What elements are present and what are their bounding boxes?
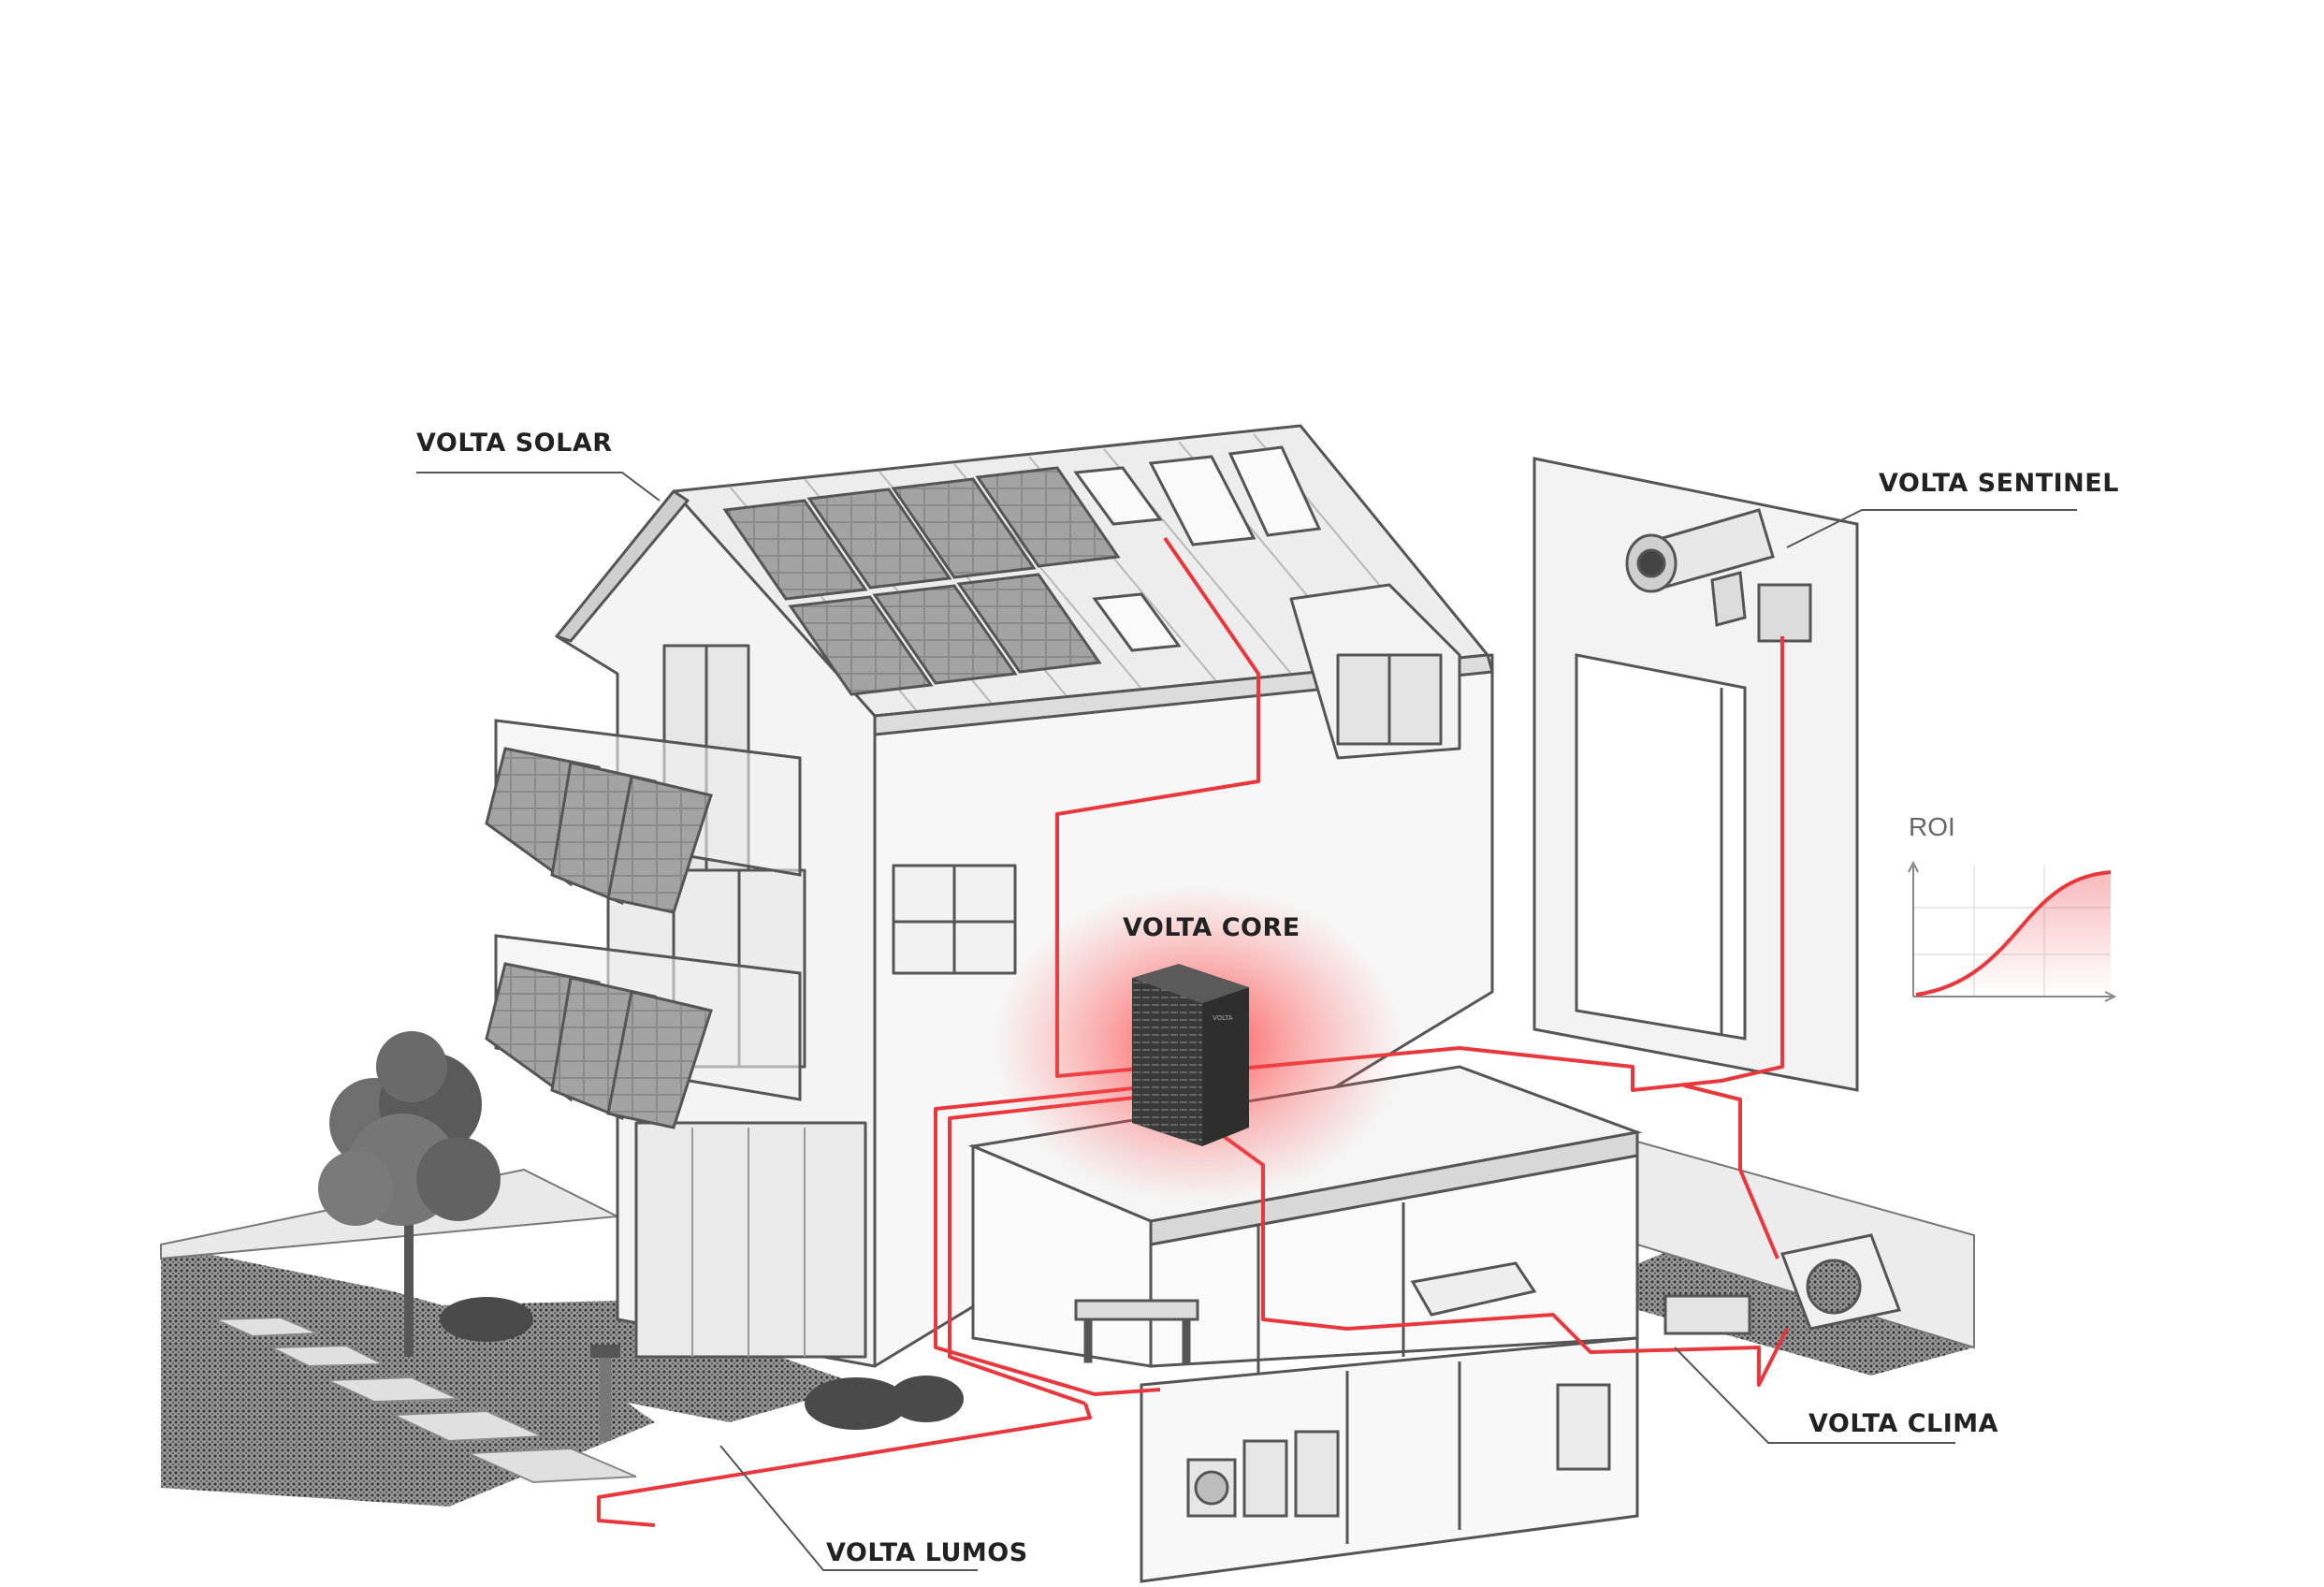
callout-volta-lumos: VOLTA LUMOS (826, 1538, 1028, 1567)
shrubs (440, 1297, 964, 1430)
roi-chart: ROI (1908, 812, 2117, 1002)
garden (160, 1140, 1975, 1507)
heat-pump-icon (1663, 1233, 1902, 1335)
roof-solar-array (722, 445, 1322, 696)
callout-volta-sentinel: VOLTA SENTINEL (1879, 469, 2119, 498)
security-camera-icon (1625, 508, 1812, 643)
cutaway-interior (967, 1065, 1643, 1583)
roi-chart-title: ROI (1909, 812, 1955, 841)
callout-leaders (416, 472, 2077, 1571)
core-unit-badge: VOLTA (1213, 1014, 1233, 1022)
roi-curve (1915, 870, 2112, 997)
callout-volta-core: VOLTA CORE (1123, 913, 1300, 942)
roi-area (1916, 872, 2111, 995)
garden-light-icon (590, 1345, 620, 1441)
callout-volta-clima: VOLTA CLIMA (1808, 1409, 1998, 1438)
callout-volta-solar: VOLTA SOLAR (416, 429, 613, 458)
battery-cabinet-icon: VOLTA (992, 884, 1403, 1202)
tree (318, 1031, 501, 1357)
balconies (485, 719, 802, 1129)
